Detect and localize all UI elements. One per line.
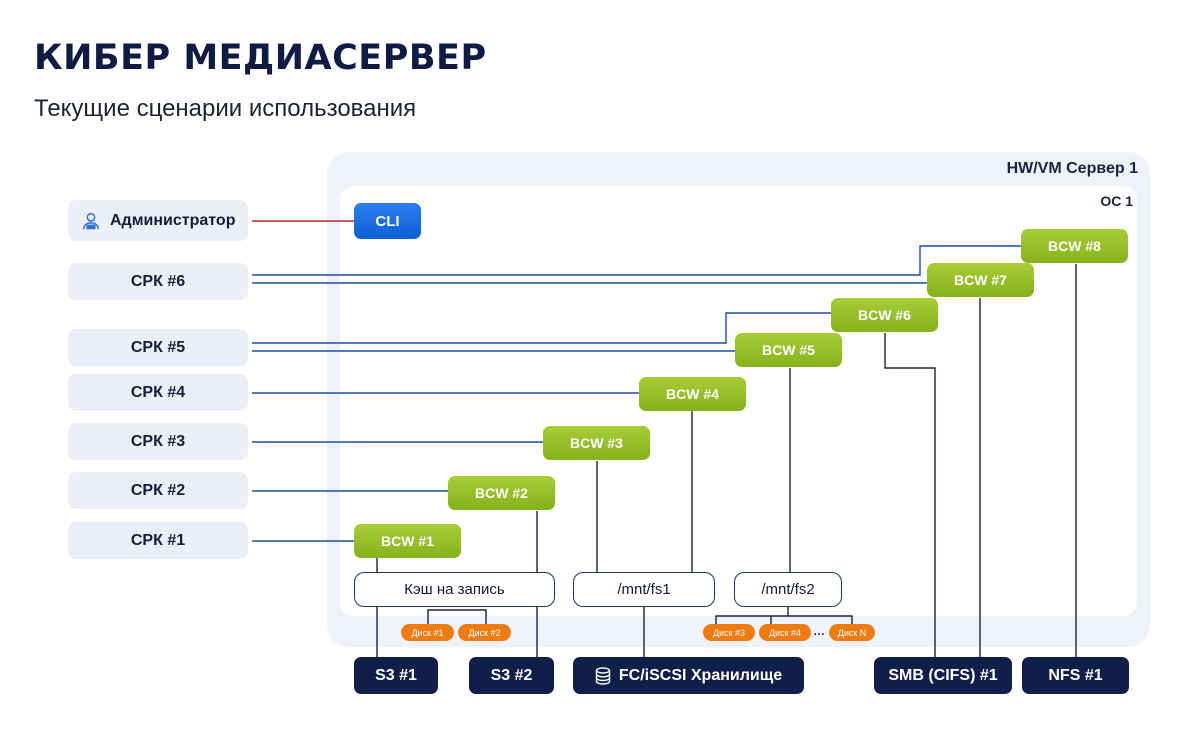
fs1-node: /mnt/fs1 (573, 572, 715, 607)
fs2-node: /mnt/fs2 (734, 572, 842, 607)
bcw-node-7: BCW #7 (927, 263, 1034, 297)
line-fs2-disks (715, 615, 853, 624)
client-cpk-4: СРК #4 (68, 374, 248, 411)
bcw-node-2: BCW #2 (448, 476, 555, 510)
bcw-node-1: BCW #1 (354, 524, 461, 558)
disk-1: Диск #1 (401, 624, 454, 641)
line-cpk5-bcw6 (252, 312, 831, 344)
bcw-node-3: BCW #3 (543, 426, 650, 460)
admin-label: Администратор (110, 211, 236, 229)
bcw-node-8: BCW #8 (1021, 229, 1128, 263)
os-label: ОС 1 (1100, 193, 1133, 209)
admin-node: Администратор (68, 200, 248, 241)
client-cpk-2: СРК #2 (68, 472, 248, 509)
storage-fc-iscsi: FC/iSCSI Хранилище (573, 657, 804, 694)
line-cache-disks (427, 609, 487, 624)
server-label: HW/VM Сервер 1 (1006, 160, 1138, 177)
bcw-node-5: BCW #5 (735, 333, 842, 367)
database-icon (595, 666, 611, 685)
page-title: КИБЕР МЕДИАСЕРВЕР (34, 38, 487, 78)
write-cache-node: Кэш на запись (354, 572, 555, 607)
disk-ellipsis: … (813, 624, 825, 638)
client-cpk-1: СРК #1 (68, 522, 248, 559)
bcw-node-6: BCW #6 (831, 298, 938, 332)
line-bcw6-smb (884, 333, 936, 658)
storage-nfs: NFS #1 (1022, 657, 1129, 694)
disk-4: Диск #4 (759, 624, 811, 641)
storage-s3-1: S3 #1 (354, 657, 438, 694)
storage-smb: SMB (CIFS) #1 (874, 657, 1012, 694)
storage-fc-label: FC/iSCSI Хранилище (618, 666, 783, 684)
client-cpk-5: СРК #5 (68, 329, 248, 366)
disk-n: Диск N (829, 624, 875, 641)
line-cpk6-bcw8 (252, 245, 1021, 276)
cli-node: CLI (354, 203, 421, 239)
client-cpk-6: СРК #6 (68, 263, 248, 300)
client-cpk-3: СРК #3 (68, 423, 248, 460)
disk-3: Диск #3 (703, 624, 755, 641)
bcw-node-4: BCW #4 (639, 377, 746, 411)
disk-2: Диск #2 (458, 624, 511, 641)
admin-user-icon (82, 212, 100, 229)
page-subtitle: Текущие сценарии использования (34, 95, 417, 122)
storage-s3-2: S3 #2 (469, 657, 554, 694)
